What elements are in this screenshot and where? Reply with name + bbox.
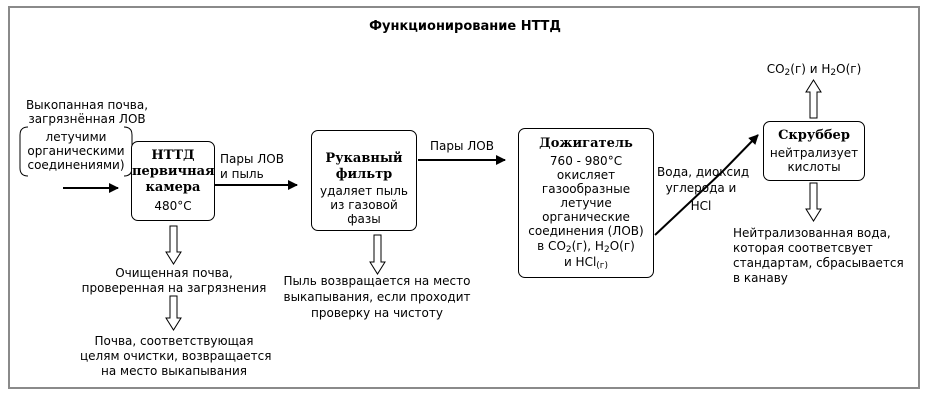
afterburner-to-scrubber-arrow <box>654 134 759 236</box>
bracket-text-3: соединениями) <box>27 158 125 172</box>
diagram-title: Функционирование НТТД <box>369 19 561 34</box>
vapors-dust-label-2: и пыль <box>220 167 264 181</box>
afterburner-desc-3: летучие <box>560 196 612 210</box>
afterburner-desc-1: окисляет <box>556 168 616 182</box>
treated-soil-2: проверенная на загрязнения <box>81 281 267 295</box>
afterburner-desc-2: газообразные <box>541 182 631 196</box>
returned-soil-1: Почва, соответствующая <box>94 334 254 348</box>
bracket-text-2: органическими <box>27 144 125 158</box>
baghouse-desc-3: фазы <box>347 212 381 226</box>
hollow-down-arrow-4 <box>805 182 822 222</box>
hollow-down-arrow-3 <box>369 234 386 275</box>
input-soil-line1: Выкопанная почва, <box>25 98 149 112</box>
dust-return-3: проверку на чистоту <box>311 306 443 320</box>
diagram-frame <box>8 6 920 389</box>
afterburner-products-2: и HCl(г) <box>563 255 609 271</box>
water-co2-label-3: HCl <box>690 199 712 213</box>
dust-return-2: выкапывания, если проходит <box>283 290 471 304</box>
neutral-water-3: стандартам, сбрасывается <box>733 256 904 270</box>
water-co2-label-2: углерода и <box>665 181 737 195</box>
chamber-title-2: первичная <box>132 164 215 179</box>
baghouse-title-1: Рукавный <box>325 151 403 166</box>
dust-return-1: Пыль возвращается на место <box>283 274 471 288</box>
bracket-text-1: летучими <box>45 130 107 144</box>
emission-label: CO2(г) и H2O(г) <box>766 62 862 78</box>
afterburner-box: Дожигатель 760 - 980°C окисляет газообра… <box>518 128 654 278</box>
treated-soil-1: Очищенная почва, <box>115 266 233 280</box>
baghouse-box: Рукавный фильтр удаляет пыль из газовой … <box>311 130 417 231</box>
water-co2-label-1: Вода, диоксид <box>657 165 750 179</box>
scrubber-desc-1: нейтрализует <box>769 146 859 160</box>
neutral-water-1: Нейтрализованная вода, <box>733 226 891 240</box>
neutral-water-4: в канаву <box>733 271 788 285</box>
chamber-title-1: НТТД <box>151 148 195 163</box>
baghouse-desc-2: из газовой <box>330 198 398 212</box>
scrubber-desc-2: кислоты <box>787 160 841 174</box>
chamber-title-3: камера <box>145 180 201 195</box>
returned-soil-2: целям очистки, возвращается <box>80 349 272 363</box>
vapors-label: Пары ЛОВ <box>430 139 494 153</box>
returned-soil-3: на место выкапывания <box>101 364 247 378</box>
hollow-down-arrow-2 <box>165 295 182 331</box>
input-soil-line2: загрязнённая ЛОВ <box>28 112 146 126</box>
chamber-box: НТТД первичная камера 480°C <box>131 141 215 221</box>
afterburner-temp: 760 - 980°C <box>549 154 623 168</box>
hollow-down-arrow-1 <box>165 225 182 265</box>
scrubber-title: Скруббер <box>778 128 850 143</box>
baghouse-title-2: фильтр <box>335 167 393 182</box>
scrubber-box: Скруббер нейтрализует кислоты <box>763 121 865 181</box>
hollow-up-arrow <box>805 79 822 119</box>
chamber-temp: 480°C <box>154 199 192 213</box>
baghouse-desc-1: удаляет пыль <box>320 184 408 198</box>
afterburner-desc-5: соединения (ЛОВ) <box>528 224 644 238</box>
neutral-water-2: которая соответсвует <box>733 241 873 255</box>
afterburner-products-1: в CO2(г), H2O(г) <box>537 239 635 255</box>
vapors-dust-label-1: Пары ЛОВ <box>220 152 284 166</box>
afterburner-desc-4: органические <box>542 210 630 224</box>
afterburner-title: Дожигатель <box>539 136 633 151</box>
